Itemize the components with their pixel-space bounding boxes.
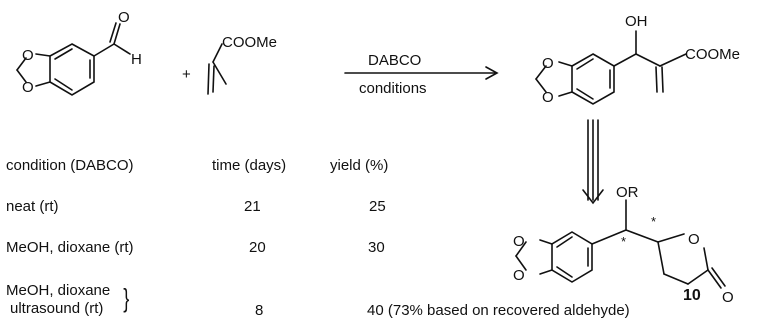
row3-condition-line2: ultrasound (rt) (10, 300, 104, 317)
compound-number: 10 (683, 287, 701, 304)
multistep-arrow (582, 119, 604, 205)
lactone-ring-o: O (688, 231, 700, 248)
row2-yield: 30 (368, 239, 385, 256)
acrylate-structure (207, 43, 227, 95)
aldehyde-ring-o1: O (22, 47, 34, 64)
row1-condition: neat (rt) (6, 198, 59, 215)
plus-sign: + (182, 66, 191, 83)
row3-condition-line1: MeOH, dioxane (6, 282, 111, 299)
stereo-mark-2: * (651, 214, 656, 229)
row3-brace: } (123, 283, 130, 313)
row1-yield: 25 (369, 198, 386, 215)
row2-condition: MeOH, dioxane (rt) (6, 239, 134, 256)
lactone-carbonyl-o: O (722, 289, 734, 306)
reagent-label: DABCO (368, 52, 421, 69)
product-structure (535, 30, 687, 105)
row2-time: 20 (249, 239, 266, 256)
aldehyde-oxygen-label: O (118, 9, 130, 26)
stereo-mark-1: * (621, 234, 626, 249)
lactone-structure (515, 199, 726, 289)
acrylate-ester-label: COOMe (222, 34, 277, 51)
aldehyde-h-label: H (131, 51, 142, 68)
conditions-label: conditions (359, 80, 427, 97)
header-yield: yield (%) (330, 157, 389, 174)
product-oh-label: OH (625, 13, 648, 30)
aldehyde-ring-o2: O (22, 79, 34, 96)
reaction-arrow (344, 66, 499, 80)
header-condition: condition (DABCO) (6, 157, 134, 174)
lactone-dioxole-o2: O (513, 267, 525, 284)
lactone-or-label: OR (616, 184, 639, 201)
product-ring-o1: O (542, 55, 554, 72)
row3-time: 8 (255, 302, 264, 319)
aldehyde-structure (16, 22, 131, 96)
row1-time: 21 (244, 198, 261, 215)
header-time: time (days) (212, 157, 287, 174)
product-ring-o2: O (542, 89, 554, 106)
product-ester-label: COOMe (685, 46, 740, 63)
lactone-dioxole-o1: O (513, 233, 525, 250)
row3-yield: 40 (73% based on recovered aldehyde) (367, 302, 630, 319)
